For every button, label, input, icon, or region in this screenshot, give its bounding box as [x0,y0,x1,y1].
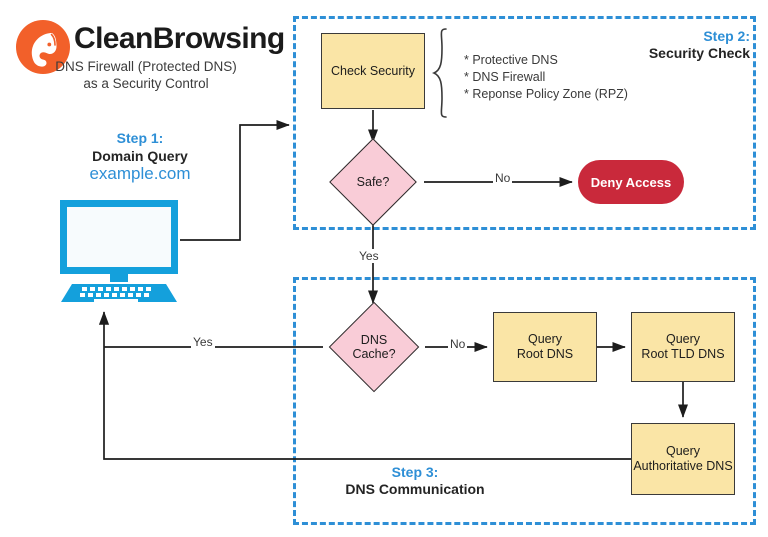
security-bullet-item: * Reponse Policy Zone (RPZ) [464,87,628,101]
decision-dns-cache-line2: Cache? [352,347,396,361]
decision-safe-label: Safe? [356,175,390,189]
curly-brace-icon [431,28,458,118]
node-query-root-dns[interactable]: Query Root DNS [493,312,597,382]
node-query-authoritative-dns[interactable]: Query Authoritative DNS [631,423,735,495]
step3-name: DNS Communication [345,481,485,497]
step2-group-box [293,16,756,230]
node-query-authoritative-dns-line1: Query [665,444,701,458]
decision-dns-cache[interactable]: DNS Cache? [324,301,424,393]
step1-label: Step 1: Domain Query example.com [30,130,250,183]
step3-label: Step 3: DNS Communication [300,464,530,498]
node-query-root-dns-line1: Query [527,332,563,346]
node-query-root-tld-dns-line2: Root TLD DNS [641,347,725,361]
step2-number: Step 2: [703,28,750,44]
node-query-authoritative-dns-line2: Authoritative DNS [633,459,733,473]
desktop-computer-icon [58,198,180,306]
security-bullet-item: * Protective DNS [464,53,558,67]
step1-name: Domain Query [92,147,188,164]
edge-label-no-cache: No [448,337,468,351]
step1-number: Step 1: [116,130,164,146]
node-query-root-tld-dns-line1: Query [665,332,701,346]
decision-safe[interactable]: Safe? [323,138,423,226]
node-check-security-label: Check Security [330,63,416,78]
brand-subtitle-line2: as a Security Control [83,76,209,91]
cleanbrowsing-dog-logo-icon [14,18,72,76]
step2-label: Step 2: Security Check [610,28,750,62]
security-bullets-list: * Protective DNS * DNS Firewall * Repons… [464,52,628,103]
step1-domain: example.com [89,164,191,183]
node-query-root-tld-dns[interactable]: Query Root TLD DNS [631,312,735,382]
edge-label-yes-cache: Yes [191,335,215,349]
step3-number: Step 3: [391,464,439,480]
node-deny-access[interactable]: Deny Access [578,160,684,204]
edge-label-yes-safe: Yes [357,249,381,263]
node-deny-access-label: Deny Access [590,174,672,190]
security-bullet-item: * DNS Firewall [464,70,546,84]
brand-subtitle-line1: DNS Firewall (Protected DNS) [55,59,237,74]
edge-label-no-safe: No [493,171,513,185]
brand-subtitle: DNS Firewall (Protected DNS) as a Securi… [8,58,284,92]
step2-name: Security Check [648,45,750,61]
decision-dns-cache-label: DNS Cache? [324,307,424,387]
node-check-security[interactable]: Check Security [321,33,425,109]
node-query-root-dns-line2: Root DNS [516,347,574,361]
decision-dns-cache-line1: DNS [360,333,388,347]
brand-title: CleanBrowsing [74,22,285,55]
